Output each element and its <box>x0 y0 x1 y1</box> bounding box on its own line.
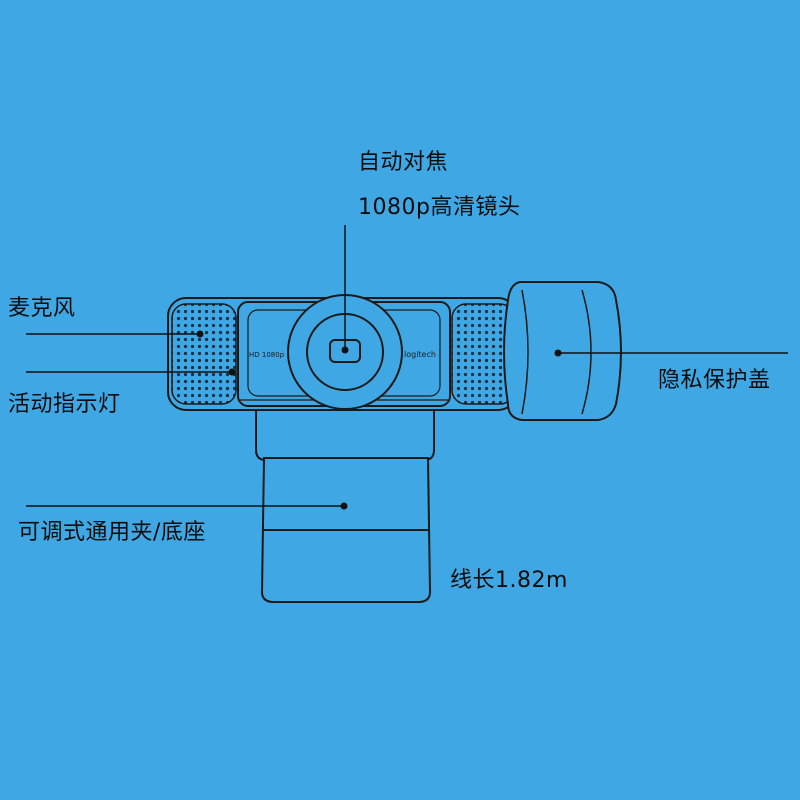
label-cable-length: 线长1.82m <box>450 568 568 593</box>
privacy-cover <box>503 281 622 421</box>
privacy-cover-right-curve <box>581 289 592 415</box>
label-lens: 1080p高清镜头 <box>358 195 521 220</box>
brand-logo-text: logitech <box>404 350 436 359</box>
label-activity-light: 活动指示灯 <box>8 392 121 417</box>
anchor-mic <box>196 330 204 338</box>
leader-lines <box>26 225 788 510</box>
privacy-cover-shell <box>503 281 622 421</box>
anchor-clip <box>340 502 348 510</box>
label-clip-base: 可调式通用夹/底座 <box>18 520 206 545</box>
clip-base <box>255 402 435 603</box>
label-microphone: 麦克风 <box>8 296 76 321</box>
anchor-led <box>228 368 236 376</box>
privacy-cover-left-curve <box>521 289 529 415</box>
webcam-body: HD 1080p logitech <box>167 294 517 411</box>
label-autofocus: 自动对焦 <box>358 150 449 175</box>
mic-grille-left <box>171 303 237 405</box>
anchor-privacy <box>554 349 562 357</box>
anchor-lens <box>341 346 349 354</box>
label-privacy-cover: 隐私保护盖 <box>658 368 771 393</box>
model-text: HD 1080p <box>249 351 285 359</box>
